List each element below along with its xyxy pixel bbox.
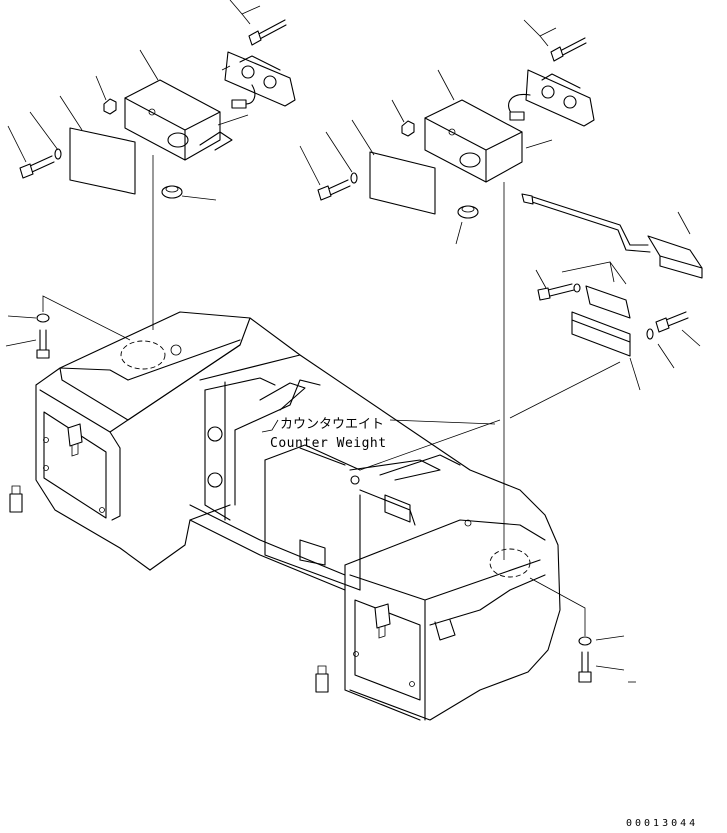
counterweight-body [9, 311, 561, 721]
right-body-fasteners [529, 577, 636, 683]
rod-bracket-assembly [359, 193, 703, 471]
counter-weight-label: カウンタウエイト Counter Weight [261, 417, 496, 451]
drawing-code: 00013044 [626, 818, 698, 829]
label-jp: カウンタウエイト [280, 417, 384, 432]
right-lamp-assembly [299, 19, 595, 560]
left-body-fasteners [5, 295, 131, 359]
left-lamp-assembly [7, 0, 296, 330]
label-en: Counter Weight [270, 436, 387, 451]
